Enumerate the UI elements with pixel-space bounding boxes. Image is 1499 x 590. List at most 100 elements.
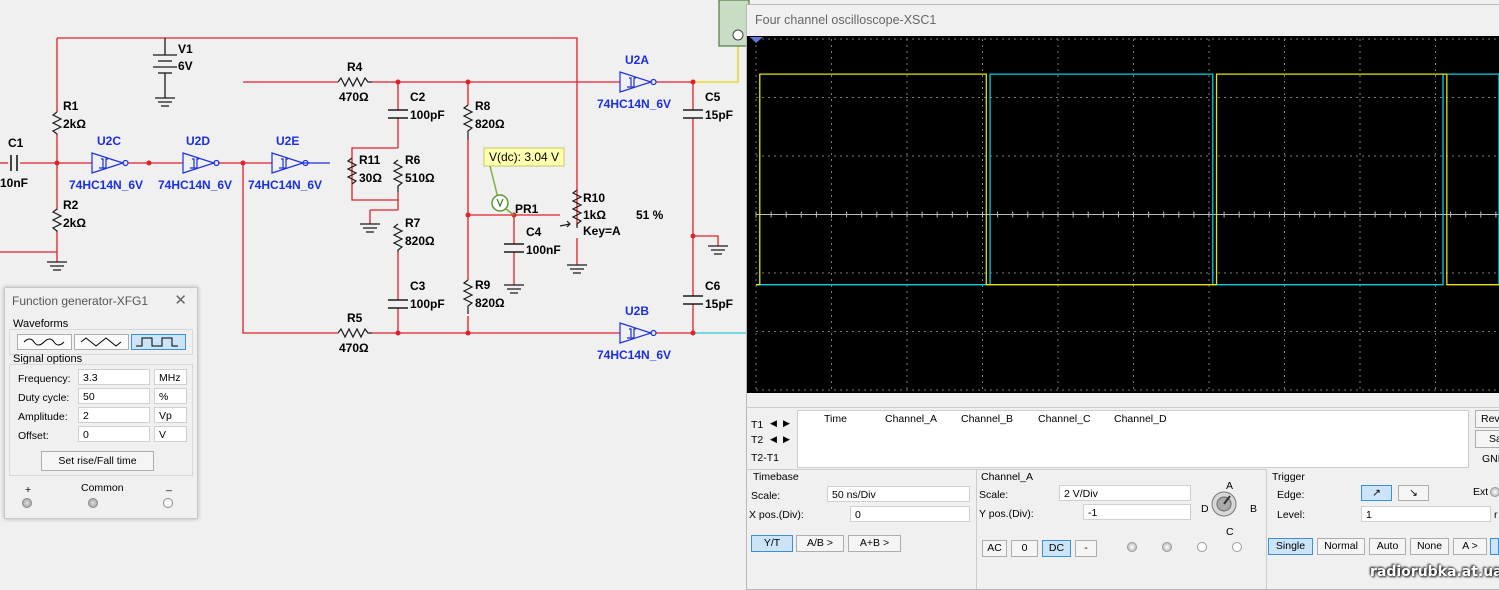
channel-a-trace xyxy=(756,73,1499,286)
t2-right-arrow-icon[interactable]: ▶ xyxy=(783,434,790,444)
c5-value: 15pF xyxy=(705,108,733,122)
r6-value: 510Ω xyxy=(405,171,435,185)
r2-value: 2kΩ xyxy=(63,216,86,230)
coupling-minus-button[interactable]: - xyxy=(1075,540,1097,557)
u2c-part: 74HC14N_6V xyxy=(69,178,143,192)
probe-wires xyxy=(693,40,746,334)
t1-left-arrow-icon[interactable]: ◀ xyxy=(770,418,777,428)
mode-a-plus-b-button[interactable]: A+B > xyxy=(848,535,901,552)
channel-selector-knob-icon[interactable] xyxy=(1210,490,1238,518)
amplitude-unit[interactable]: Vp xyxy=(154,407,187,423)
timebase-scale-field[interactable]: 50 ns/Div xyxy=(827,486,970,502)
r10-percent: 51 % xyxy=(636,208,664,222)
scope-screen xyxy=(747,36,1499,393)
c4-value: 100nF xyxy=(526,243,561,257)
channel-label: Channel_A xyxy=(981,471,1033,483)
t1-right-arrow-icon[interactable]: ▶ xyxy=(783,418,790,428)
plus-terminal[interactable] xyxy=(22,498,32,508)
close-icon[interactable]: ✕ xyxy=(174,292,187,309)
common-terminal[interactable] xyxy=(88,498,98,508)
r9-value: 820Ω xyxy=(475,296,505,310)
rising-edge-icon: ↗ xyxy=(1372,487,1381,499)
r6-name: R6 xyxy=(405,153,421,167)
r4-name: R4 xyxy=(347,60,363,74)
trigger-level-field[interactable]: 1 xyxy=(1361,506,1491,522)
mode-yt-button[interactable]: Y/T xyxy=(751,535,793,552)
readout-header-channel-c: Channel_C xyxy=(1038,413,1091,425)
voltage-probe[interactable] xyxy=(483,147,565,216)
r4-value: 470Ω xyxy=(339,90,369,104)
coupling-dc-button[interactable]: DC xyxy=(1042,540,1071,557)
oscilloscope-instrument-icon[interactable] xyxy=(718,0,750,47)
r7-value: 820Ω xyxy=(405,234,435,248)
save-button[interactable]: Sa xyxy=(1475,430,1499,448)
common-terminal-label: Common xyxy=(81,482,124,494)
plus-terminal-label: + xyxy=(25,484,32,496)
x-pos-field[interactable]: 0 xyxy=(850,506,970,522)
trigger-normal-button[interactable]: Normal xyxy=(1317,538,1365,555)
r10-value: 1kΩ xyxy=(583,208,606,222)
triangle-wave-button[interactable] xyxy=(74,334,129,350)
duty-cycle-field[interactable]: 50 xyxy=(78,388,150,404)
frequency-unit[interactable]: MHz xyxy=(154,369,187,385)
schmitt-gates xyxy=(91,71,657,344)
trigger-a-button[interactable]: A > xyxy=(1453,538,1487,555)
trigger-none-button[interactable]: None xyxy=(1410,538,1449,555)
r8-value: 820Ω xyxy=(475,117,505,131)
c5-name: C5 xyxy=(705,90,721,104)
reverse-button[interactable]: Reve xyxy=(1475,410,1499,428)
falling-edge-button[interactable]: ↘ xyxy=(1398,485,1429,501)
amplitude-field[interactable]: 2 xyxy=(78,407,150,423)
edge-label: Edge: xyxy=(1277,489,1305,501)
minus-terminal[interactable] xyxy=(163,498,173,508)
y-pos-field[interactable]: -1 xyxy=(1083,504,1191,520)
c1-value: 10nF xyxy=(0,176,28,190)
u2d-name: U2D xyxy=(186,134,210,148)
offset-field[interactable]: 0 xyxy=(78,426,150,442)
ext-label: Ext xyxy=(1473,486,1489,498)
channel-a-terminal[interactable] xyxy=(1127,542,1137,552)
r5-value: 470Ω xyxy=(339,341,369,355)
channel-scale-field[interactable]: 2 V/Div xyxy=(1059,485,1191,501)
schematic-wires xyxy=(0,37,719,334)
ext-trigger-terminal[interactable] xyxy=(1490,487,1499,497)
channel-scale-label: Scale: xyxy=(979,489,1009,501)
offset-unit[interactable]: V xyxy=(154,426,187,442)
readout-header-channel-d: Channel_D xyxy=(1114,413,1167,425)
frequency-field[interactable]: 3.3 xyxy=(78,369,150,385)
coupling-zero-button[interactable]: 0 xyxy=(1011,540,1038,557)
c3-name: C3 xyxy=(410,279,426,293)
channel-c-terminal[interactable] xyxy=(1197,542,1207,552)
trigger-single-button[interactable]: Single xyxy=(1268,538,1313,555)
x-pos-label: X pos.(Div): xyxy=(749,509,804,521)
c6-name: C6 xyxy=(705,279,721,293)
mode-ab-button[interactable]: A/B > xyxy=(796,535,844,552)
trigger-extra-button[interactable] xyxy=(1490,538,1499,555)
t2-left-arrow-icon[interactable]: ◀ xyxy=(770,434,777,444)
knob-label-b: B xyxy=(1250,503,1258,515)
sine-wave-button[interactable] xyxy=(17,334,72,350)
r1-name: R1 xyxy=(63,99,79,113)
c3-value: 100pF xyxy=(410,297,445,311)
channel-d-terminal[interactable] xyxy=(1232,542,1242,552)
u2c-name: U2C xyxy=(97,134,121,148)
trigger-level-unit[interactable]: r xyxy=(1494,509,1498,521)
channel-b-terminal[interactable] xyxy=(1162,542,1172,552)
knob-label-a: A xyxy=(1226,480,1234,492)
set-rise-fall-button[interactable]: Set rise/Fall time xyxy=(41,451,154,471)
coupling-ac-button[interactable]: AC xyxy=(982,540,1007,557)
trigger-auto-button[interactable]: Auto xyxy=(1369,538,1406,555)
battery-v1[interactable] xyxy=(153,38,177,98)
readout-header-channel-b: Channel_B xyxy=(961,413,1013,425)
amplitude-label: Amplitude: xyxy=(18,411,68,423)
c1-name: C1 xyxy=(8,136,24,150)
square-wave-button[interactable] xyxy=(131,334,186,350)
r8-name: R8 xyxy=(475,99,491,113)
v1-value: 6V xyxy=(178,59,193,73)
r7-name: R7 xyxy=(405,216,421,230)
r11-name: R11 xyxy=(359,153,381,167)
v1-name: V1 xyxy=(178,42,193,56)
duty-cycle-unit[interactable]: % xyxy=(154,388,187,404)
timebase-label: Timebase xyxy=(753,471,799,483)
rising-edge-button[interactable]: ↗ xyxy=(1361,485,1392,501)
